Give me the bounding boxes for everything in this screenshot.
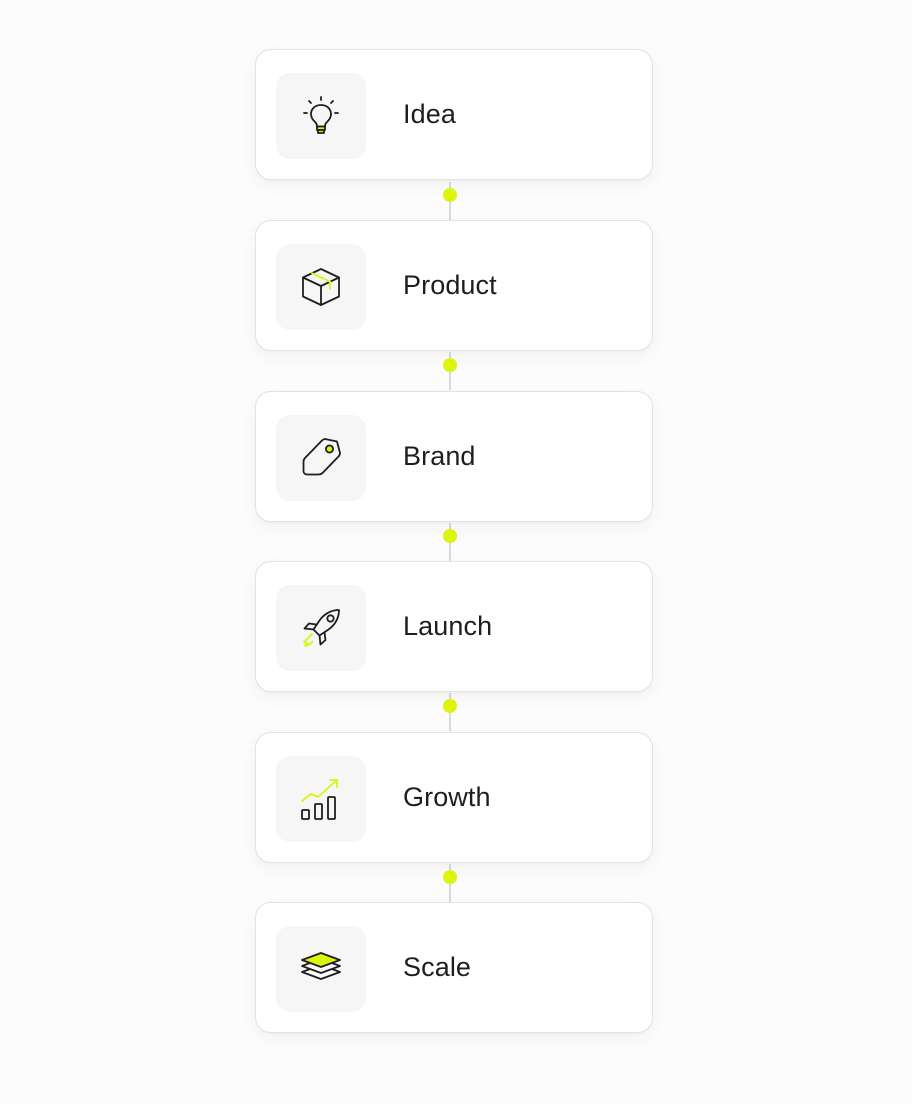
growth-chart-icon bbox=[301, 779, 338, 820]
rocket-icon bbox=[303, 609, 340, 647]
icon-tile bbox=[276, 585, 366, 671]
step-card-brand: Brand bbox=[255, 391, 653, 522]
icon-tile bbox=[276, 756, 366, 842]
step-card-growth: Growth bbox=[255, 732, 653, 863]
icon-tile bbox=[276, 244, 366, 330]
tag-icon bbox=[302, 438, 341, 476]
connector-dot bbox=[443, 870, 457, 884]
lightbulb-icon bbox=[303, 96, 339, 134]
box-icon bbox=[302, 268, 340, 306]
step-card-product: Product bbox=[255, 220, 653, 351]
connector-dot bbox=[443, 358, 457, 372]
step-label: Scale bbox=[403, 952, 472, 982]
step-card-launch: Launch bbox=[255, 561, 653, 692]
step-label: Launch bbox=[403, 611, 493, 641]
icon-tile bbox=[276, 926, 366, 1012]
step-label: Product bbox=[403, 270, 497, 300]
layers-icon bbox=[301, 952, 341, 980]
step-card-scale: Scale bbox=[255, 902, 653, 1033]
step-card-idea: Idea bbox=[255, 49, 653, 180]
step-label: Idea bbox=[403, 99, 456, 129]
connector-dot bbox=[443, 529, 457, 543]
connector-dot bbox=[443, 188, 457, 202]
icon-tile bbox=[276, 73, 366, 159]
connector-dot bbox=[443, 699, 457, 713]
step-label: Brand bbox=[403, 441, 476, 471]
step-label: Growth bbox=[403, 782, 491, 812]
icon-tile bbox=[276, 415, 366, 501]
